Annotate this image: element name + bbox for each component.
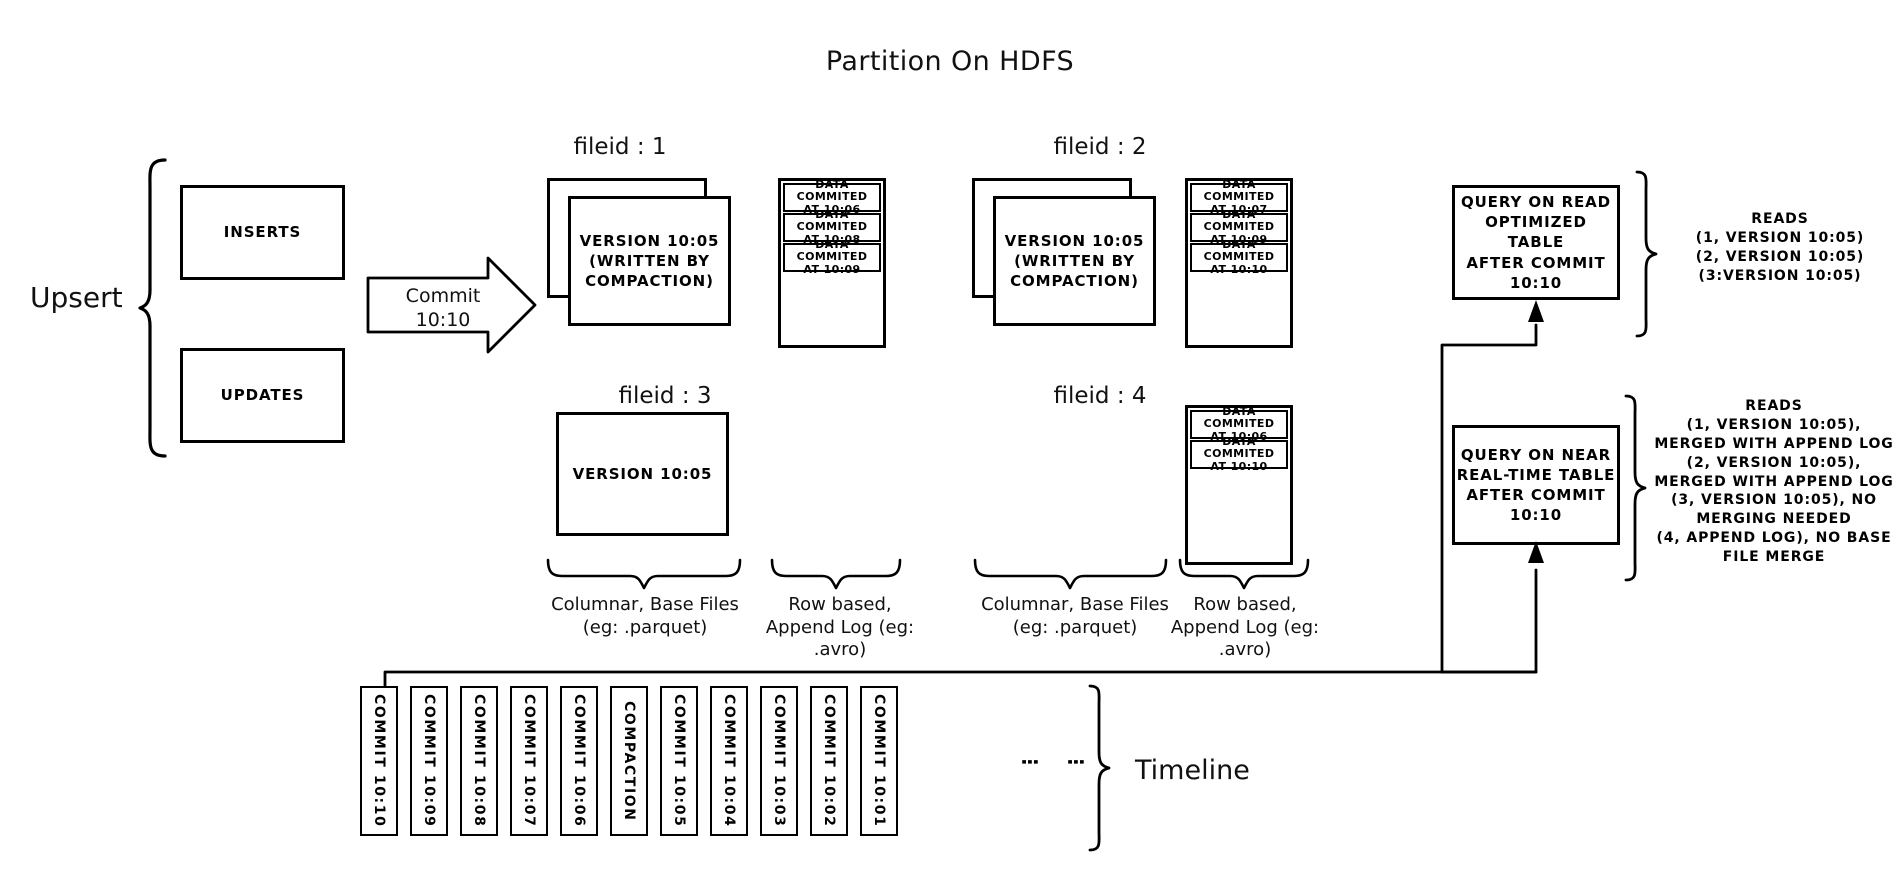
timeline-commit-label: COMMIT 10:09 xyxy=(421,694,437,828)
timeline-commit-label: COMMIT 10:02 xyxy=(821,694,837,828)
inserts-box: INSERTS xyxy=(180,185,345,280)
timeline-commit-label: COMMIT 10:06 xyxy=(571,694,587,828)
query-read-optimized-label: QUERY ON READ OPTIMIZED TABLE AFTER COMM… xyxy=(1460,192,1612,292)
inserts-box-label: INSERTS xyxy=(223,223,302,242)
timeline-commit-box[interactable]: COMMIT 10:06 xyxy=(560,686,598,836)
fileid-1-base-file: VERSION 10:05 (WRITTEN BY COMPACTION) xyxy=(568,196,731,326)
fileid-3-base-file-label: VERSION 10:05 xyxy=(572,464,713,483)
timeline-commit-label: COMMIT 10:10 xyxy=(371,694,387,828)
query-read-optimized-box: QUERY ON READ OPTIMIZED TABLE AFTER COMM… xyxy=(1452,185,1620,300)
caption-columnar-right: Columnar, Base Files (eg: .parquet) xyxy=(981,594,1169,638)
updates-box-label: UPDATES xyxy=(220,386,305,405)
timeline-commit-label: COMMIT 10:08 xyxy=(471,694,487,828)
timeline-commit-box[interactable]: COMMIT 10:08 xyxy=(460,686,498,836)
fileid-2-base-file: VERSION 10:05 (WRITTEN BY COMPACTION) xyxy=(993,196,1156,326)
timeline-commit-label: COMMIT 10:01 xyxy=(871,694,887,828)
page-title: Partition On HDFS xyxy=(825,46,1075,77)
timeline-ellipsis-1: ⋮ xyxy=(1018,752,1042,774)
timeline-commit-box[interactable]: COMMIT 10:01 xyxy=(860,686,898,836)
timeline-commit-box[interactable]: COMMIT 10:04 xyxy=(710,686,748,836)
fileid-3-header: fileid : 3 xyxy=(618,383,712,409)
caption-rowlog-right: Row based, Append Log (eg: .avro) xyxy=(1170,594,1320,660)
timeline-ellipsis-2: ⋮ xyxy=(1064,752,1088,774)
log-entry: DATA COMMITED AT 10:10 xyxy=(1190,435,1288,473)
reads-near-real-time: READS (1, VERSION 10:05), MERGED WITH AP… xyxy=(1654,398,1894,566)
caption-columnar-left: Columnar, Base Files (eg: .parquet) xyxy=(551,594,739,638)
updates-box: UPDATES xyxy=(180,348,345,443)
brace-rowlog-left xyxy=(770,558,902,590)
upsert-brace xyxy=(138,158,167,458)
timeline-commit-box[interactable]: COMMIT 10:10 xyxy=(360,686,398,836)
log-entry: DATA COMMITED AT 10:10 xyxy=(1190,238,1288,276)
fileid-4-header: fileid : 4 xyxy=(1053,383,1147,409)
timeline-commit-label: COMMIT 10:04 xyxy=(721,694,737,828)
query-near-real-time-label: QUERY ON NEAR REAL-TIME TABLE AFTER COMM… xyxy=(1456,445,1616,525)
fileid-1-base-file-label: VERSION 10:05 (WRITTEN BY COMPACTION) xyxy=(579,231,720,291)
query-near-real-time-box: QUERY ON NEAR REAL-TIME TABLE AFTER COMM… xyxy=(1452,425,1620,545)
timeline-brace xyxy=(1088,684,1111,852)
upsert-label: Upsert xyxy=(30,281,123,314)
timeline-commit-box[interactable]: COMPACTION xyxy=(610,686,648,836)
timeline-commit-label: COMPACTION xyxy=(621,700,637,822)
caption-rowlog-left: Row based, Append Log (eg: .avro) xyxy=(765,594,915,660)
timeline-connector-trunk xyxy=(383,670,1538,688)
reads-read-optimized: READS (1, VERSION 10:05) (2, VERSION 10:… xyxy=(1695,211,1865,284)
fileid-2-header: fileid : 2 xyxy=(1053,134,1147,160)
timeline-commit-box[interactable]: COMMIT 10:03 xyxy=(760,686,798,836)
log-entry: DATA COMMITED AT 10:06 xyxy=(1190,405,1288,443)
timeline-commit-label: COMMIT 10:03 xyxy=(771,694,787,828)
timeline-commit-box[interactable]: COMMIT 10:09 xyxy=(410,686,448,836)
reads-brace-bottom xyxy=(1624,394,1647,582)
brace-columnar-left xyxy=(546,558,742,590)
timeline-commit-label: COMMIT 10:07 xyxy=(521,694,537,828)
timeline-label: Timeline xyxy=(1135,755,1250,786)
reads-brace-top xyxy=(1635,170,1658,338)
fileid-1-header: fileid : 1 xyxy=(573,134,667,160)
log-entry: DATA COMMITED AT 10:09 xyxy=(783,238,881,276)
fileid-2-base-file-label: VERSION 10:05 (WRITTEN BY COMPACTION) xyxy=(1004,231,1145,291)
timeline-strip: COMMIT 10:10 COMMIT 10:09 COMMIT 10:08 COMM… xyxy=(360,686,1060,848)
timeline-commit-box[interactable]: COMMIT 10:02 xyxy=(810,686,848,836)
commit-arrow-label: Commit 10:10 xyxy=(405,285,481,331)
arrowhead-read-optimized xyxy=(1528,300,1544,322)
timeline-commit-box[interactable]: COMMIT 10:05 xyxy=(660,686,698,836)
timeline-commit-box[interactable]: COMMIT 10:07 xyxy=(510,686,548,836)
timeline-commit-label: COMMIT 10:05 xyxy=(671,694,687,828)
fileid-3-base-file: VERSION 10:05 xyxy=(556,412,729,536)
brace-columnar-right xyxy=(973,558,1168,590)
